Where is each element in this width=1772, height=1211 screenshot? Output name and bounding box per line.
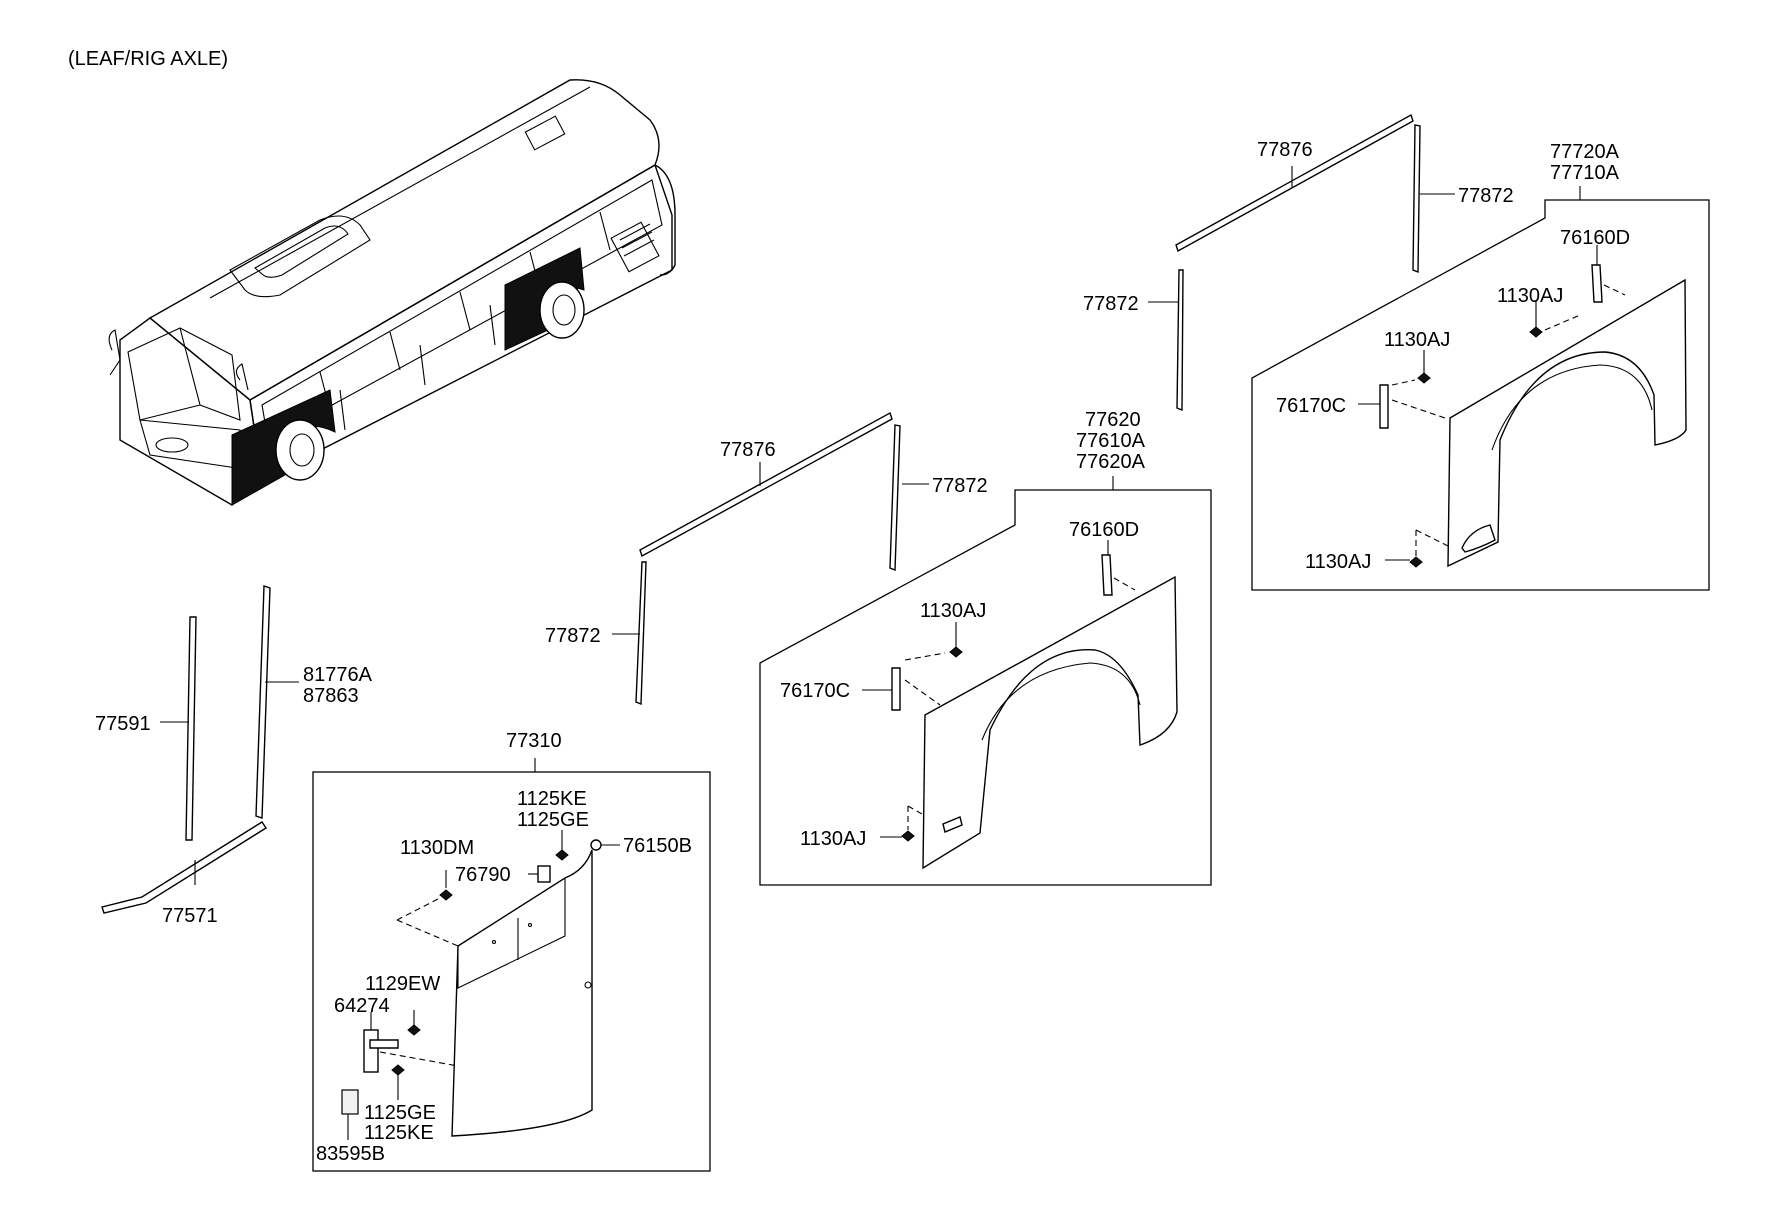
label-76160D-front: 76160D <box>1069 519 1139 541</box>
label-77876-top: 77876 <box>1257 139 1313 161</box>
label-77872-top-left: 77872 <box>1083 293 1139 315</box>
bolt-1130AJ-rear-mid <box>1417 372 1431 384</box>
bracket-76160D-rear <box>1591 264 1603 303</box>
label-77310: 77310 <box>506 730 562 752</box>
bolt-1129EW <box>407 1024 421 1036</box>
bracket-76170C-rear <box>1379 384 1389 429</box>
label-83595B: 83595B <box>316 1143 385 1165</box>
label-76170C-rear: 76170C <box>1276 395 1346 417</box>
top-molding-group: 77876 77872 77872 <box>1083 113 1514 412</box>
label-64274: 64274 <box>334 995 390 1017</box>
label-77720A: 77720A <box>1550 141 1620 163</box>
front-fender-panel <box>922 575 1178 870</box>
label-1125KE-bottom: 1125KE <box>364 1122 434 1144</box>
bolt-1130AJ-front-bottom <box>901 830 915 842</box>
label-81776A: 81776A <box>303 664 373 686</box>
pillar-trim-81776A <box>255 585 271 819</box>
label-1125GE-bottom: 1125GE <box>364 1102 436 1124</box>
molding-77872-middle-right <box>889 424 901 572</box>
molding-77876-middle <box>639 411 893 558</box>
label-1130DM: 1130DM <box>400 837 474 859</box>
label-77872-middle-left: 77872 <box>545 625 601 647</box>
bracket-64274 <box>363 1029 379 1073</box>
pad-83595B <box>341 1089 359 1115</box>
label-77610A: 77610A <box>1076 430 1146 452</box>
molding-77872-top-right <box>1412 124 1421 274</box>
box-77310 <box>312 771 711 1172</box>
label-1129EW: 1129EW <box>365 973 440 995</box>
bolt-1130AJ-rear-bottom <box>1409 556 1423 568</box>
pillar-trim-77591 <box>185 616 197 841</box>
label-77710A: 77710A <box>1550 162 1620 184</box>
label-77872-top-right: 77872 <box>1458 185 1514 207</box>
clip-76790 <box>537 865 551 883</box>
bracket-76170C-front <box>891 667 901 711</box>
pillar-trim-group: 77591 81776A 87863 77571 <box>95 585 373 927</box>
label-87863: 87863 <box>303 685 359 707</box>
mud-flap-panel <box>451 849 593 1137</box>
box-77620 <box>759 489 1212 886</box>
label-77872-middle-right: 77872 <box>932 475 988 497</box>
rear-fender-group: 77720A 77710A 76160D 1130AJ 1130AJ 76170… <box>1251 141 1710 591</box>
front-fender-group: 77620 77610A 77620A 76160D 1130AJ 76170C… <box>759 409 1212 886</box>
bus-illustration <box>108 79 676 506</box>
label-77620: 77620 <box>1085 409 1141 431</box>
label-77620A: 77620A <box>1076 451 1146 473</box>
washer-76150B <box>590 839 602 851</box>
label-1130AJ-front-bottom: 1130AJ <box>800 828 866 850</box>
label-77876-middle: 77876 <box>720 439 776 461</box>
label-76160D-rear: 76160D <box>1560 227 1630 249</box>
molding-77872-top-left <box>1176 269 1184 412</box>
label-1125GE-top: 1125GE <box>517 809 589 831</box>
bolt-1130DM <box>439 889 453 901</box>
sill-trim-77571 <box>101 821 267 914</box>
label-1130AJ-rear-top: 1130AJ <box>1497 285 1563 307</box>
label-77571: 77571 <box>162 905 218 927</box>
rear-fender-panel <box>1447 278 1687 568</box>
label-77591: 77591 <box>95 713 151 735</box>
label-1130AJ-rear-mid: 1130AJ <box>1384 329 1450 351</box>
label-76790: 76790 <box>455 864 511 886</box>
middle-molding-group: 77876 77872 77872 <box>545 411 988 706</box>
molding-77876-top <box>1175 113 1414 253</box>
label-1130AJ-front-top: 1130AJ <box>920 600 986 622</box>
molding-77872-middle-left <box>635 561 647 706</box>
mud-guard-group: 77310 1125KE 1125GE 1130DM 76150B <box>312 730 711 1172</box>
bracket-76160D-front <box>1101 554 1113 596</box>
label-76150B: 76150B <box>623 835 692 857</box>
bolt-1130AJ-rear-top <box>1529 326 1543 338</box>
label-1125KE-top: 1125KE <box>517 788 587 810</box>
bolt-1125KE <box>555 849 569 861</box>
axle-type-note: (LEAF/RIG AXLE) <box>68 48 228 70</box>
box-77720A <box>1251 199 1710 591</box>
label-76170C-front: 76170C <box>780 680 850 702</box>
label-1130AJ-rear-bottom: 1130AJ <box>1305 551 1371 573</box>
bolt-1125GE <box>391 1064 405 1076</box>
bolt-1130AJ-front-top <box>949 646 963 658</box>
